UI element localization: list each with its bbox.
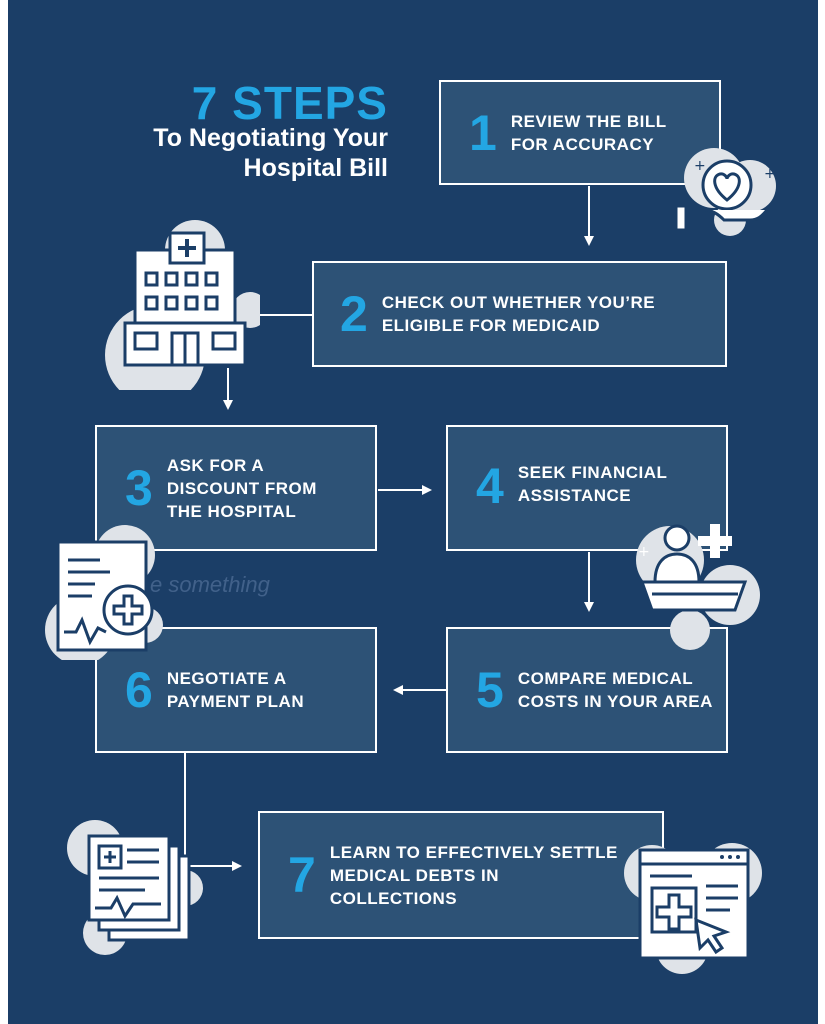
step-2-text: CHECK OUT WHETHER YOU’RE ELIGIBLE FOR ME… <box>381 293 656 335</box>
svg-text:+: + <box>764 166 776 182</box>
hospital-building-icon <box>105 220 260 390</box>
step-5-number: 5 <box>476 662 504 718</box>
step-3-number: 3 <box>125 460 153 516</box>
step-5-text: COMPARE MEDICAL COSTS IN YOUR AREA <box>517 669 713 711</box>
step-3-text: ASK FOR A DISCOUNT FROM THE HOSPITAL <box>166 455 317 521</box>
step-1-number: 1 <box>469 104 497 161</box>
step-3-box: 3 ASK FOR A DISCOUNT FROM THE HOSPITAL <box>95 425 377 551</box>
heart-hand-icon: + + <box>674 148 776 236</box>
step-5-box: 5 COMPARE MEDICAL COSTS IN YOUR AREA <box>446 627 728 753</box>
svg-text:+: + <box>694 158 706 174</box>
watermark-text: e something <box>150 572 270 597</box>
step-7-box: 7 LEARN TO EFFECTIVELY SETTLE MEDICAL DE… <box>258 811 664 939</box>
step-1-text: REVIEW THE BILL FOR ACCURACY <box>510 111 667 154</box>
step-2-number: 2 <box>340 286 368 342</box>
step-7-number: 7 <box>288 847 316 903</box>
title-subtitle: To Negotiating Your Hospital Bill <box>153 124 388 182</box>
step-6-number: 6 <box>125 662 153 718</box>
medical-web-page-icon <box>624 843 762 974</box>
medical-clipboard-icon <box>45 525 163 660</box>
medical-documents-icon <box>67 820 203 955</box>
doctor-desk-icon: + <box>636 524 760 650</box>
title-main: 7 STEPS <box>191 77 388 129</box>
step-7-text: LEARN TO EFFECTIVELY SETTLE MEDICAL DEBT… <box>329 842 618 908</box>
step-4-box: 4 SEEK FINANCIAL ASSISTANCE <box>446 425 728 551</box>
step-2-box: 2 CHECK OUT WHETHER YOU’RE ELIGIBLE FOR … <box>312 261 727 367</box>
svg-text:+: + <box>638 544 650 560</box>
step-6-text: NEGOTIATE A PAYMENT PLAN <box>166 669 305 711</box>
step-1-box: 1 REVIEW THE BILL FOR ACCURACY <box>439 80 721 185</box>
step-4-number: 4 <box>476 458 504 514</box>
step-4-text: SEEK FINANCIAL ASSISTANCE <box>517 463 668 505</box>
